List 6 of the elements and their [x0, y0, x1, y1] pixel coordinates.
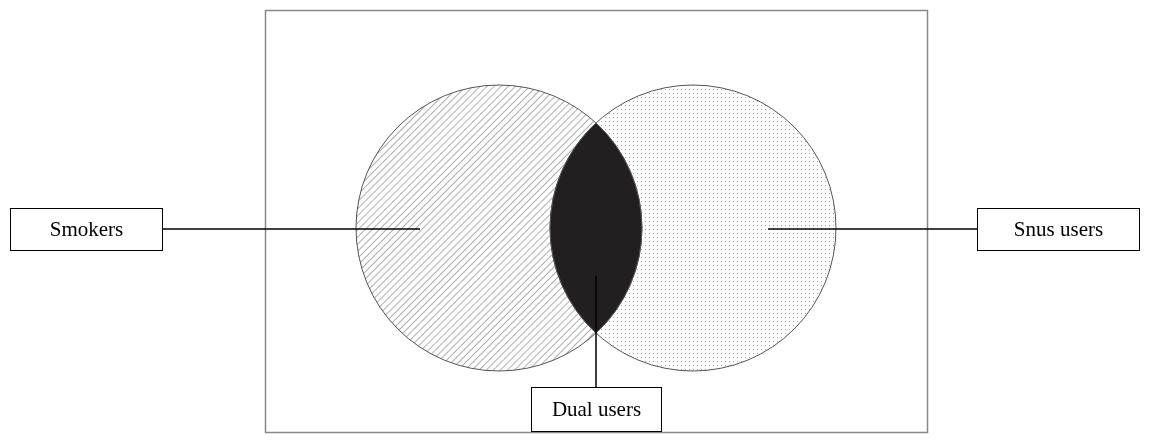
- leader-line: [162, 228, 421, 230]
- overlap-region: [549, 122, 643, 334]
- label-box: Snus users: [977, 208, 1140, 251]
- label-box: Smokers: [10, 208, 163, 251]
- leader-line: [767, 228, 978, 230]
- label-box: Dual users: [531, 387, 662, 432]
